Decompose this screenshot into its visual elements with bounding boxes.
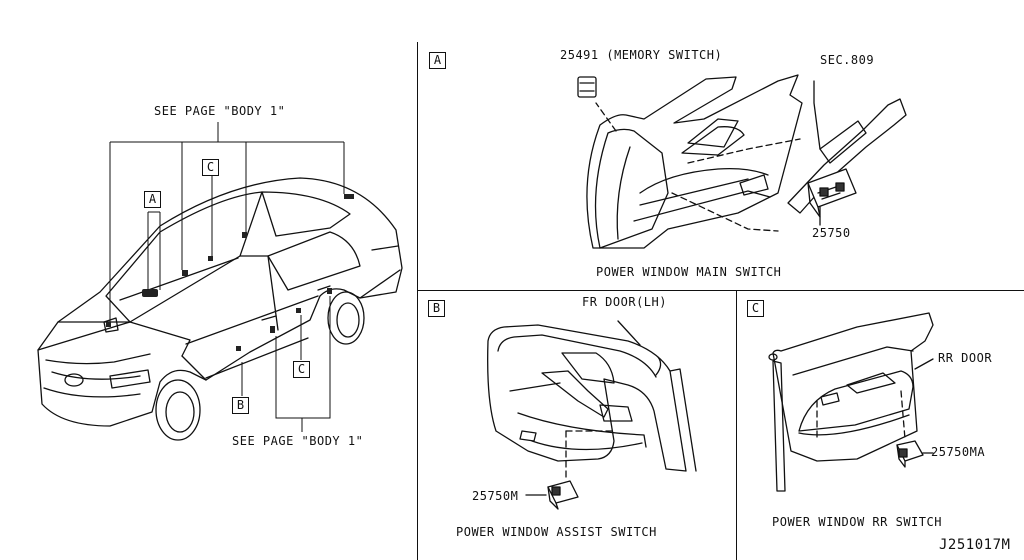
divider-vertical-bottom <box>736 290 738 560</box>
see-page-label-top: SEE PAGE "BODY 1" <box>154 104 286 118</box>
car-illustration <box>37 122 403 441</box>
panel-c-caption: POWER WINDOW RR SWITCH <box>772 515 942 529</box>
panel-c-letter: C <box>747 300 764 317</box>
car-callout-c-bottom: C <box>293 361 310 378</box>
panel-b-letter: B <box>428 300 445 317</box>
panel-c-door-illustration <box>768 312 934 492</box>
divider-horizontal <box>417 290 1024 292</box>
panel-a-letter: A <box>429 52 446 69</box>
panel-c-door-label: RR DOOR <box>938 351 993 365</box>
panel-a-memory-switch-label: 25491 (MEMORY SWITCH) <box>560 48 723 62</box>
panel-b-part-label: 25750M <box>472 489 519 503</box>
see-page-label-bottom: SEE PAGE "BODY 1" <box>232 434 364 448</box>
panel-b-caption: POWER WINDOW ASSIST SWITCH <box>456 525 657 539</box>
panel-b-door-illustration <box>487 320 697 510</box>
divider-vertical-main <box>417 42 419 560</box>
panel-b-door-label: FR DOOR(LH) <box>582 295 667 309</box>
panel-a-caption: POWER WINDOW MAIN SWITCH <box>596 265 782 279</box>
car-callout-c-top: C <box>202 159 219 176</box>
panel-a-part-label: 25750 <box>812 226 851 240</box>
car-callout-b: B <box>232 397 249 414</box>
diagram-id: J251017M <box>939 537 1011 553</box>
panel-a-door-illustration <box>577 74 907 249</box>
car-callout-a: A <box>144 191 161 208</box>
panel-c-part-label: 25750MA <box>931 445 986 459</box>
panel-a-sec-label: SEC.809 <box>820 53 875 67</box>
